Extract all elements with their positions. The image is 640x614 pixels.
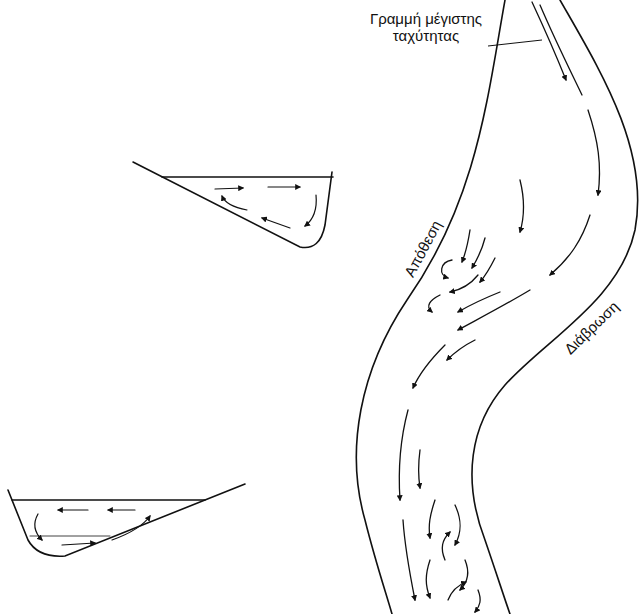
right-bank: [472, 0, 638, 614]
circulation-arrows: [215, 187, 316, 228]
cross-section-lower: [8, 484, 245, 556]
leader-line: [488, 40, 542, 46]
circulation-arrows: [35, 510, 150, 545]
left-bank: [356, 0, 505, 614]
cross-section-upper: [133, 162, 333, 248]
flow-arrows: [399, 2, 599, 612]
velocity-line-label: Γραμμή μέγιστης ταχύτητας: [356, 10, 496, 44]
